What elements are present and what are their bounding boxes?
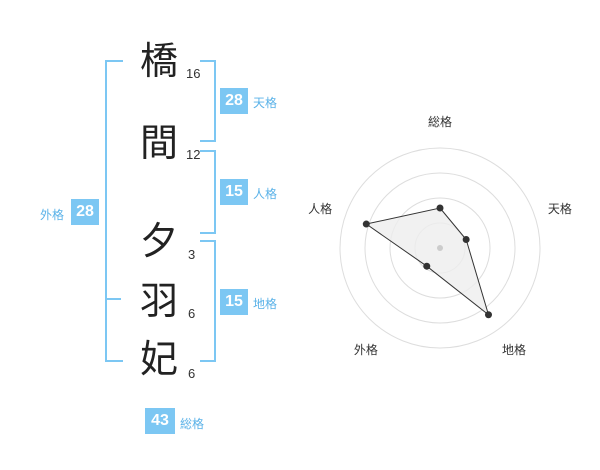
- stroke-count-4: 6: [188, 306, 196, 321]
- radar-point-3: [423, 262, 431, 270]
- soukaku-value: 43: [145, 408, 175, 434]
- tenkaku-bracket: [200, 60, 216, 142]
- stroke-count-5: 6: [188, 366, 196, 381]
- radar-axis-label-2: 地格: [502, 342, 526, 357]
- radar-axis-label-3: 外格: [354, 342, 378, 357]
- name-char-2: 間: [139, 121, 178, 165]
- radar-center-dot: [437, 245, 443, 251]
- radar-axis-label-1: 天格: [548, 201, 572, 216]
- outer-bracket-tick: [105, 298, 121, 300]
- gaikaku-label: 外格: [40, 208, 65, 222]
- radar-ring-3: [364, 172, 516, 324]
- name-char-4: 羽: [139, 279, 178, 323]
- stroke-count-1: 16: [186, 66, 201, 81]
- radar-polygon: [365, 207, 490, 317]
- name-char-5: 妃: [139, 337, 178, 381]
- chikaku-label: 地格: [253, 297, 278, 311]
- tenkaku-label: 天格: [253, 96, 278, 110]
- name-char-1: 橋: [139, 39, 178, 83]
- chikaku-value: 15: [220, 289, 248, 315]
- radar-point-1: [462, 236, 470, 244]
- stroke-count-2: 12: [186, 147, 201, 162]
- radar-ring-4: [339, 147, 541, 349]
- radar-ring-2: [389, 197, 491, 299]
- outer-bracket: [105, 60, 123, 362]
- radar-axis-label-0: 総格: [428, 114, 452, 129]
- name-char-3: 夕: [139, 219, 178, 263]
- stroke-count-3: 3: [188, 247, 196, 262]
- jinkaku-bracket: [200, 150, 216, 234]
- radar-axis-label-4: 人格: [308, 201, 332, 216]
- jinkaku-label: 人格: [253, 187, 278, 201]
- chikaku-bracket: [200, 240, 216, 362]
- radar-point-4: [362, 220, 370, 228]
- radar-point-2: [484, 311, 492, 319]
- gaikaku-value: 28: [71, 199, 99, 225]
- soukaku-label: 総格: [180, 417, 205, 431]
- tenkaku-value: 28: [220, 88, 248, 114]
- radar-point-0: [436, 204, 444, 212]
- jinkaku-value: 15: [220, 179, 248, 205]
